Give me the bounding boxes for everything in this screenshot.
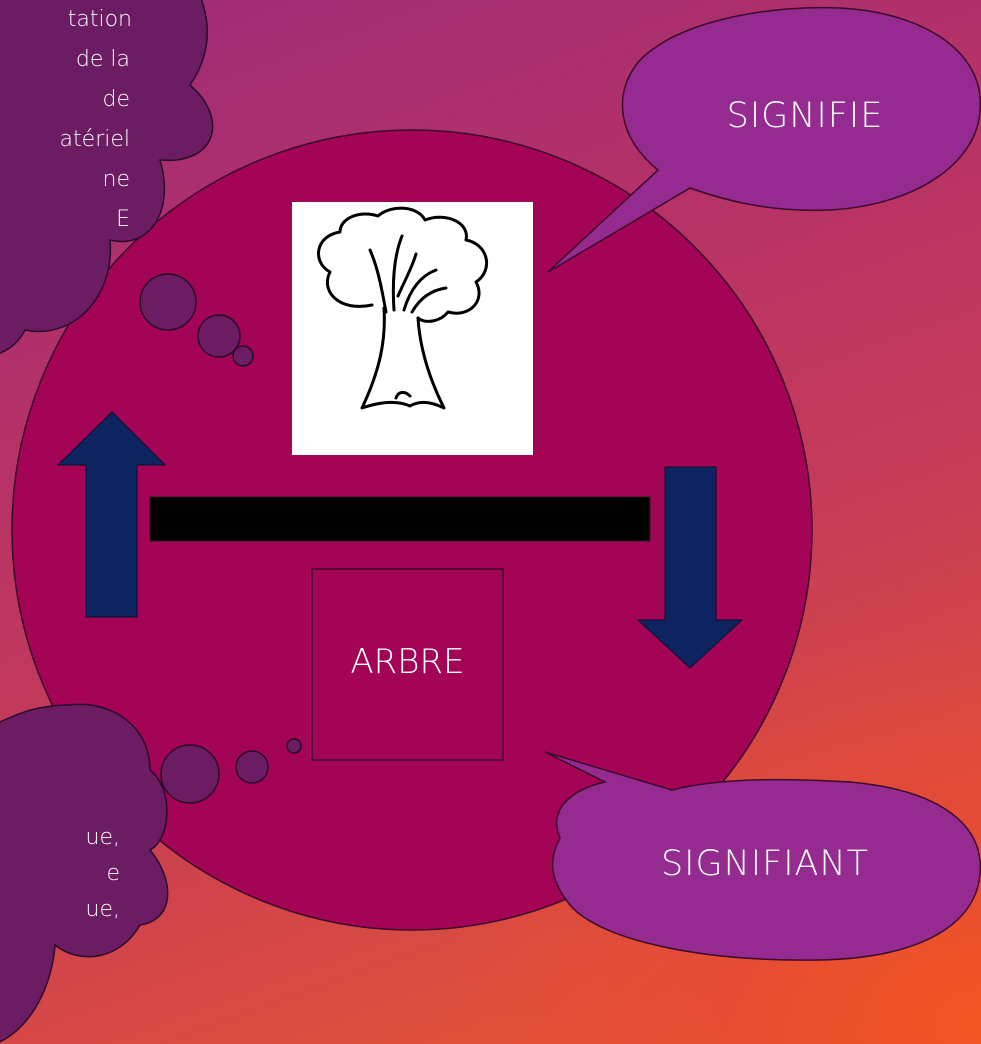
thought-dot-small <box>232 345 254 367</box>
signifiant-label: SIGNIFIANT <box>660 844 870 884</box>
word-box <box>311 568 504 761</box>
thought-top-line-2: de la <box>75 47 130 72</box>
thought-bottom-line-3: ue, <box>85 897 120 922</box>
thought-top-line-3: de <box>102 87 131 112</box>
tree-icon <box>317 206 488 410</box>
thought-top-line-5: ne <box>102 167 130 192</box>
thought-bottom-line-2: e <box>106 861 120 886</box>
thought-dot-large <box>139 273 197 331</box>
thought-cloud-top <box>0 0 214 354</box>
thought-bottom-line-1: ue, <box>85 825 120 850</box>
thought-dot-bottom-medium <box>235 750 269 784</box>
up-arrow <box>56 411 167 618</box>
thought-dot-medium <box>197 314 241 358</box>
separator-bar <box>149 496 651 542</box>
speech-bubble-signifie <box>547 6 981 273</box>
thought-top-line-1: tation <box>67 7 132 32</box>
thought-top-line-4: atériel <box>59 127 130 152</box>
speech-bubble-signifiant <box>544 751 981 961</box>
word-box-label: ARBRE <box>350 642 465 682</box>
signifie-label: SIGNIFIE <box>726 96 884 136</box>
tree-image-frame <box>292 202 533 455</box>
thought-top-line-6: E <box>116 207 130 232</box>
thought-dot-bottom-small <box>286 738 302 754</box>
thought-cloud-bottom <box>0 703 169 1043</box>
down-arrow <box>636 466 744 669</box>
thought-dot-bottom-large <box>160 744 220 804</box>
